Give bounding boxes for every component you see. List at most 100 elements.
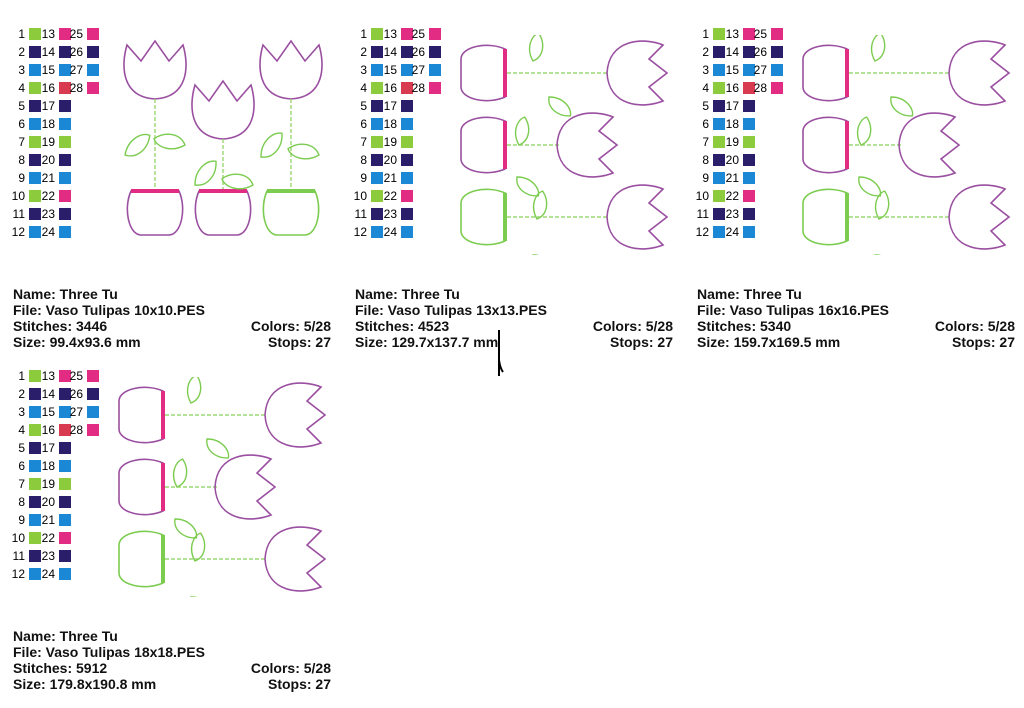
color-number: 26 (69, 45, 83, 59)
color-swatch (371, 82, 383, 94)
color-number: 25 (69, 27, 83, 41)
color-number: 8 (18, 153, 25, 167)
design-colors: Colors: 5/28 (250, 318, 331, 334)
color-swatch (59, 100, 71, 112)
tulip-flower (606, 40, 669, 106)
tulip-leaf (206, 438, 230, 459)
tulip-flower (606, 184, 669, 250)
color-swatch (371, 100, 383, 112)
tulip-flower (948, 40, 1011, 106)
color-number: 18 (41, 459, 55, 473)
tulip-leaf (172, 458, 188, 488)
embroidery-design-preview (123, 39, 323, 236)
color-swatch (59, 370, 71, 382)
color-swatch (29, 100, 41, 112)
flower-pot (194, 190, 252, 236)
color-number: 16 (41, 423, 55, 437)
color-number: 14 (725, 45, 739, 59)
color-swatch (59, 46, 71, 58)
design-info: Name: Three Tu File: Vaso Tulipas 10x10.… (13, 286, 331, 350)
color-number: 15 (383, 63, 397, 77)
tulip-flower (264, 526, 327, 592)
color-number: 11 (12, 207, 25, 221)
color-number: 11 (696, 207, 709, 221)
color-number: 17 (41, 441, 55, 455)
color-number: 7 (18, 477, 25, 491)
color-swatch (371, 208, 383, 220)
color-number: 13 (41, 27, 55, 41)
color-number: 6 (702, 117, 709, 131)
color-number: 19 (383, 135, 397, 149)
tulip-flower (264, 382, 327, 448)
color-swatch (771, 82, 783, 94)
color-swatch (59, 28, 71, 40)
design-size: Size: 159.7x169.5 mm (697, 334, 841, 350)
color-number: 17 (383, 99, 397, 113)
color-number: 20 (41, 495, 55, 509)
color-swatch (771, 28, 783, 40)
tulip-leaf (186, 377, 202, 404)
color-swatch (29, 46, 41, 58)
tulip-leaf (124, 133, 151, 157)
tulip-leaf (153, 133, 186, 150)
color-swatch (87, 46, 99, 58)
color-number: 12 (353, 225, 367, 239)
tulip-leaf (874, 190, 890, 220)
pot-rim (845, 121, 849, 169)
tulip-leaf (870, 35, 886, 62)
color-number: 20 (41, 153, 55, 167)
tulip-flower (556, 112, 619, 178)
color-number: 1 (360, 27, 367, 41)
design-stitches: Stitches: 3446 (13, 318, 108, 334)
flower-pot (118, 386, 164, 444)
tulip-leaf (260, 132, 283, 158)
color-number: 28 (69, 423, 83, 437)
color-number: 19 (725, 135, 739, 149)
color-swatch (59, 172, 71, 184)
color-swatch (743, 28, 755, 40)
color-swatch (87, 406, 99, 418)
color-swatch (743, 226, 755, 238)
color-swatch (29, 370, 41, 382)
color-number: 27 (69, 405, 83, 419)
flower-pot (802, 116, 848, 174)
design-name: Name: Three Tu (13, 286, 118, 302)
color-swatch (713, 100, 725, 112)
flower-pot (118, 530, 164, 588)
tulip-leaf (287, 143, 320, 160)
color-number: 21 (725, 171, 739, 185)
color-number: 8 (360, 153, 367, 167)
color-swatch (29, 550, 41, 562)
color-number: 8 (18, 495, 25, 509)
color-number: 12 (11, 225, 25, 239)
color-number: 12 (695, 225, 709, 239)
color-swatch (743, 154, 755, 166)
color-swatch (29, 118, 41, 130)
color-swatch (371, 226, 383, 238)
pot-rim (503, 49, 507, 97)
design-stops: Stops: 27 (609, 334, 673, 350)
tulip-leaf (874, 254, 898, 255)
color-number: 17 (725, 99, 739, 113)
flower-pot (460, 44, 506, 102)
color-swatch (401, 100, 413, 112)
tulip-leaf (528, 35, 544, 62)
tulip-flower (948, 184, 1011, 250)
color-number: 4 (702, 81, 709, 95)
color-number: 21 (41, 513, 55, 527)
design-stitches: Stitches: 5340 (697, 318, 792, 334)
color-number: 2 (18, 387, 25, 401)
color-swatch (429, 28, 441, 40)
color-swatch (713, 64, 725, 76)
color-swatch (371, 28, 383, 40)
color-swatch (713, 208, 725, 220)
color-number: 15 (41, 405, 55, 419)
tulip-leaf (221, 173, 254, 190)
color-number: 13 (383, 27, 397, 41)
color-swatch (713, 136, 725, 148)
color-swatch (87, 370, 99, 382)
